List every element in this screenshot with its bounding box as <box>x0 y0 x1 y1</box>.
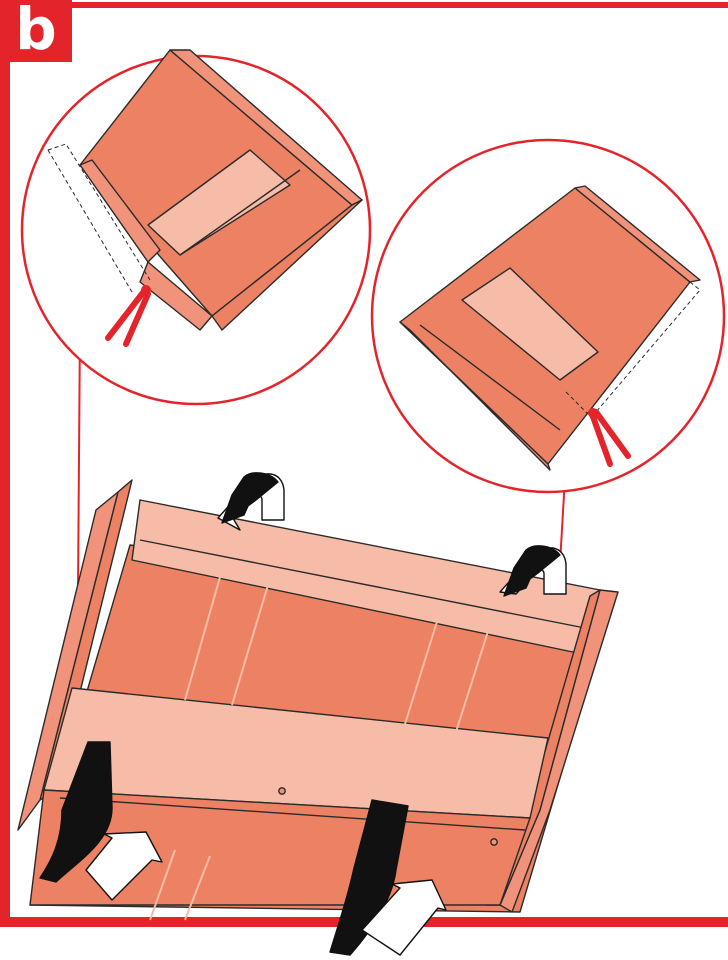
detail-circle-left <box>22 50 370 404</box>
detail-circle-right <box>372 140 724 492</box>
